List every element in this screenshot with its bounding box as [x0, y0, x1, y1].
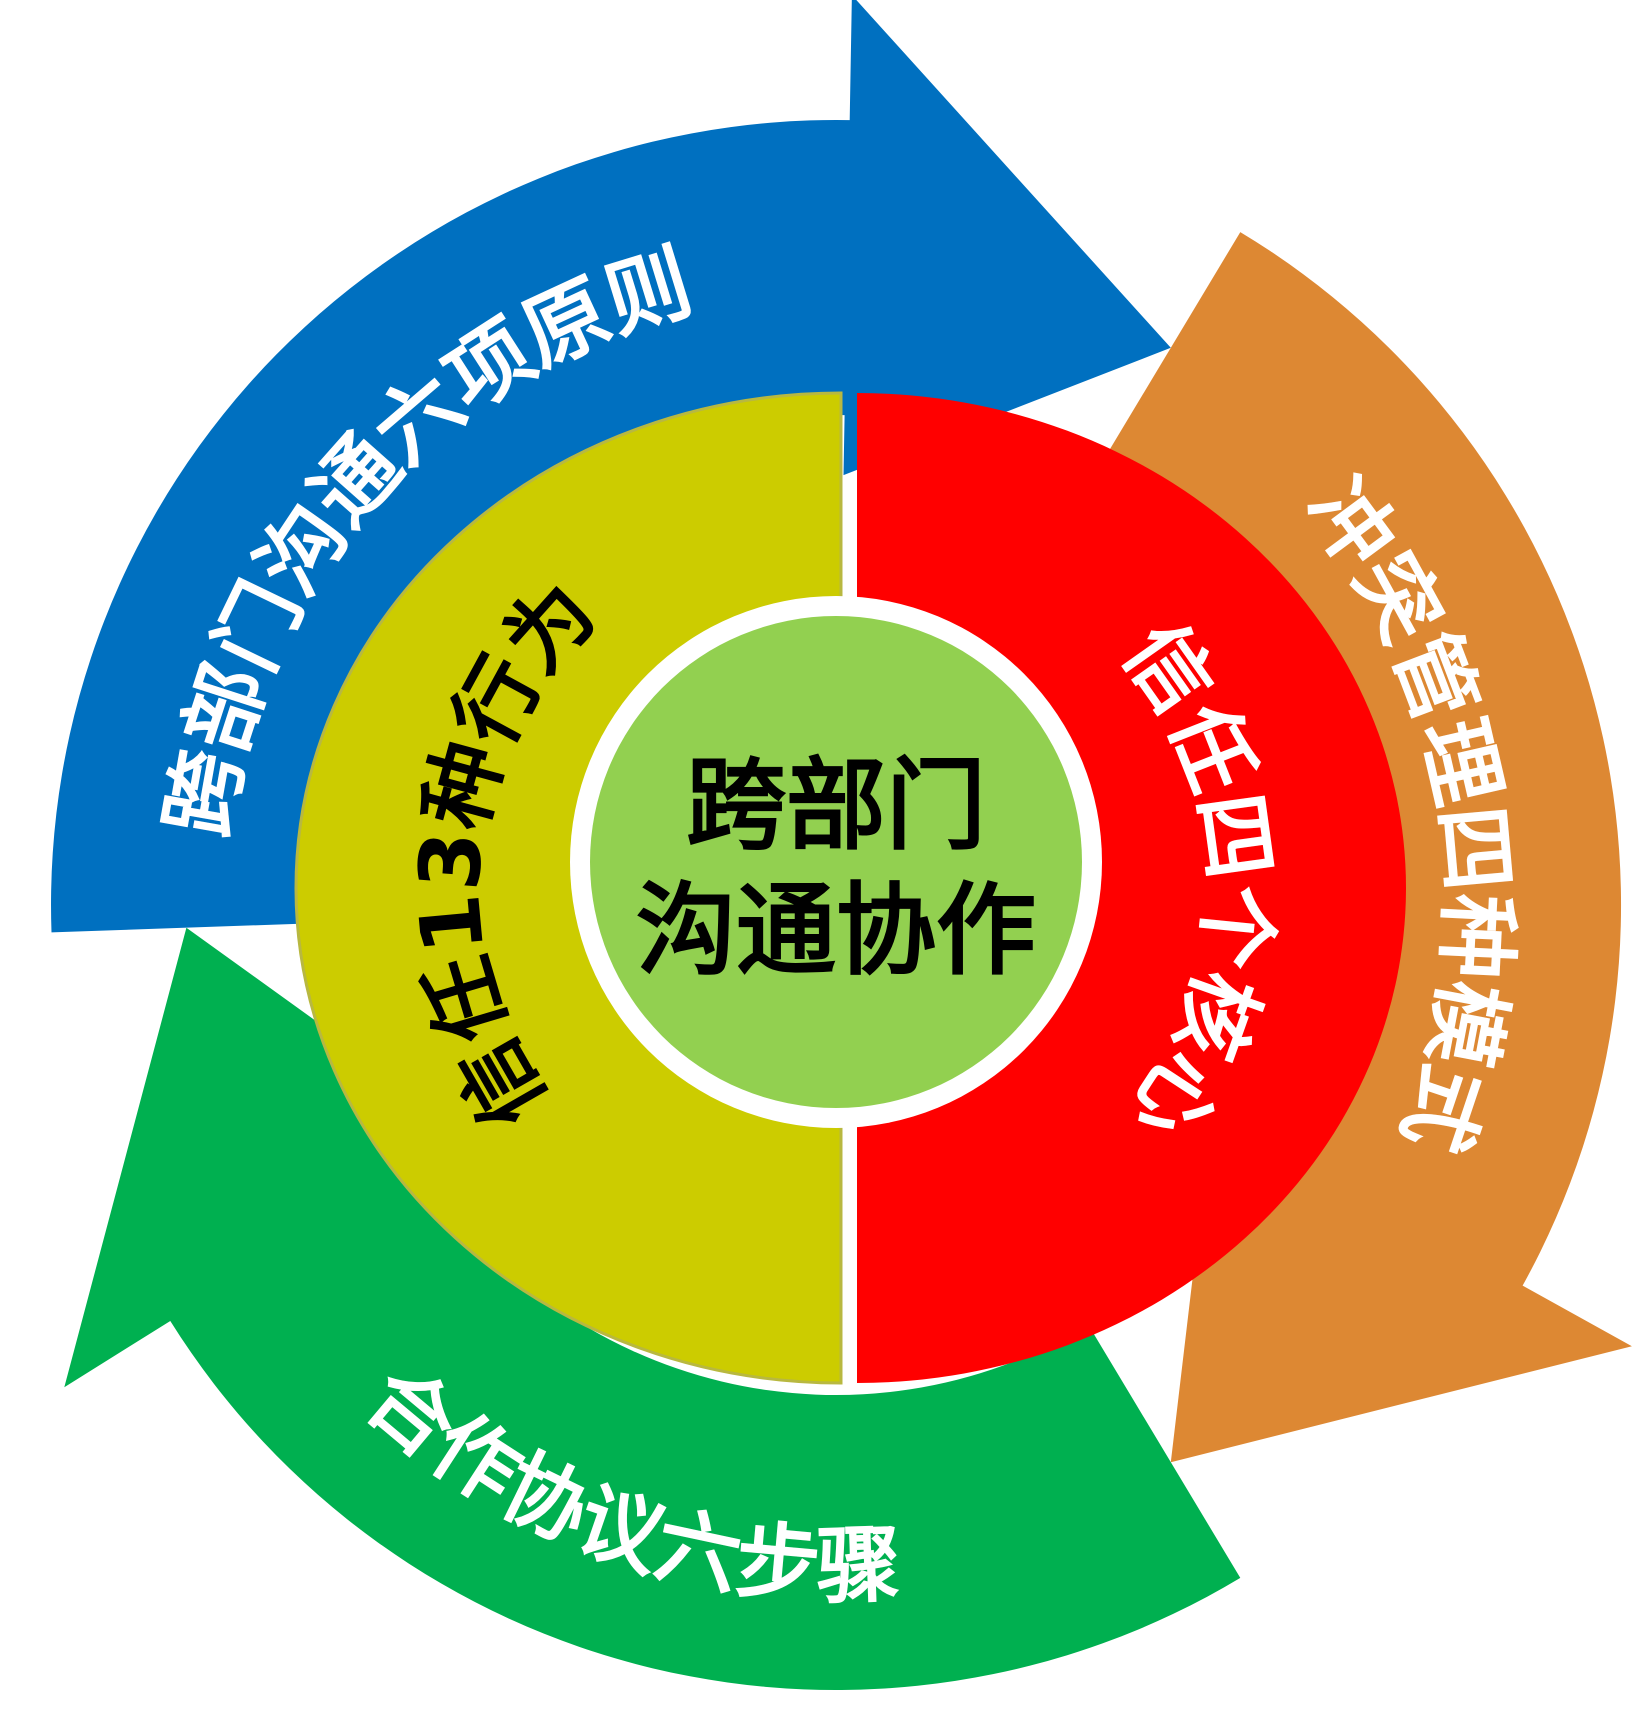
inner-half-trust-cores: [857, 393, 1406, 1383]
center-circle: [590, 616, 1082, 1108]
center-title-line2: 沟通协作: [636, 872, 1036, 989]
center-title-line1: 跨部门: [686, 747, 986, 864]
